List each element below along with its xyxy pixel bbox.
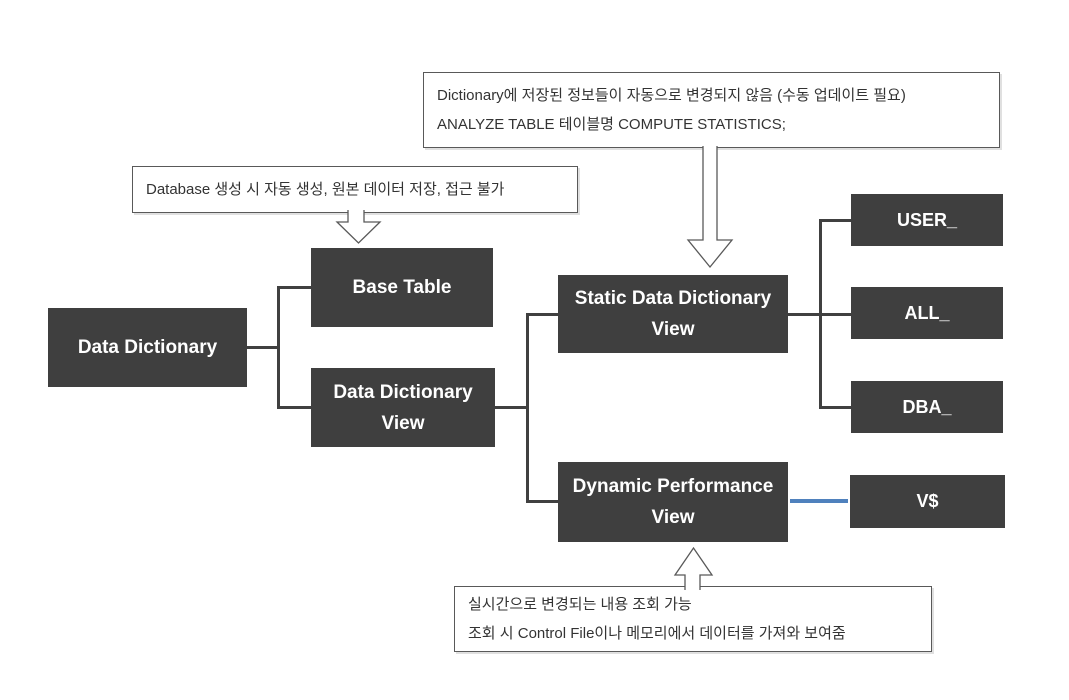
node-label: View [651, 507, 695, 528]
node-label: USER_ [896, 209, 958, 230]
connector-line [819, 219, 822, 409]
annotation-line: 실시간으로 변경되는 내용 조회 가능 [468, 596, 692, 613]
connector-line [526, 500, 558, 503]
node-data-dictionary: Data Dictionary [48, 308, 247, 387]
node-label: Dynamic Performance [572, 476, 774, 497]
node-label: Data Dictionary [77, 337, 218, 358]
node-data-dictionary-view: Data Dictionary View [311, 368, 495, 447]
node-label: Static Data Dictionary [574, 288, 772, 309]
connector-line [819, 406, 851, 409]
node-label: Data Dictionary [333, 381, 473, 403]
connector-line [526, 313, 558, 316]
node-dynamic-performance-view: Dynamic Performance View [558, 462, 788, 542]
node-v-dollar: V$ [850, 475, 1005, 528]
annotation-static-dictionary-note: Dictionary에 저장된 정보들이 자동으로 변경되지 않음 (수동 업데… [423, 72, 1000, 148]
connector-line [277, 286, 311, 289]
node-label: V$ [916, 491, 939, 511]
connector-line [277, 286, 280, 409]
connector-line [277, 406, 311, 409]
node-label: View [651, 319, 695, 340]
node-user-prefix: USER_ [851, 194, 1003, 246]
node-label: ALL_ [904, 302, 950, 323]
down-arrow-icon [686, 146, 734, 269]
up-arrow-icon [673, 546, 714, 590]
annotation-line: ANALYZE TABLE 테이블명 COMPUTE STATISTICS; [437, 116, 786, 133]
node-label: Base Table [352, 277, 452, 298]
annotation-line: Dictionary에 저장된 정보들이 자동으로 변경되지 않음 (수동 업데… [437, 87, 906, 104]
connector-line [495, 406, 529, 409]
annotation-line: Database 생성 시 자동 생성, 원본 데이터 저장, 접근 불가 [146, 181, 505, 198]
annotation-base-table-note: Database 생성 시 자동 생성, 원본 데이터 저장, 접근 불가 [132, 166, 578, 213]
node-base-table: Base Table [311, 248, 493, 327]
annotation-dynamic-view-note: 실시간으로 변경되는 내용 조회 가능 조회 시 Control File이나 … [454, 586, 932, 652]
connector-line-highlight [790, 499, 848, 503]
node-dba-prefix: DBA_ [851, 381, 1003, 433]
node-label: View [381, 412, 425, 434]
node-static-data-dictionary-view: Static Data Dictionary View [558, 275, 788, 353]
connector-line [819, 219, 851, 222]
down-arrow-icon [335, 210, 382, 244]
connector-line [247, 346, 279, 349]
connector-line [526, 313, 529, 503]
node-all-prefix: ALL_ [851, 287, 1003, 339]
annotation-line: 조회 시 Control File이나 메모리에서 데이터를 가져와 보여줌 [468, 625, 846, 642]
node-label: DBA_ [902, 396, 952, 417]
